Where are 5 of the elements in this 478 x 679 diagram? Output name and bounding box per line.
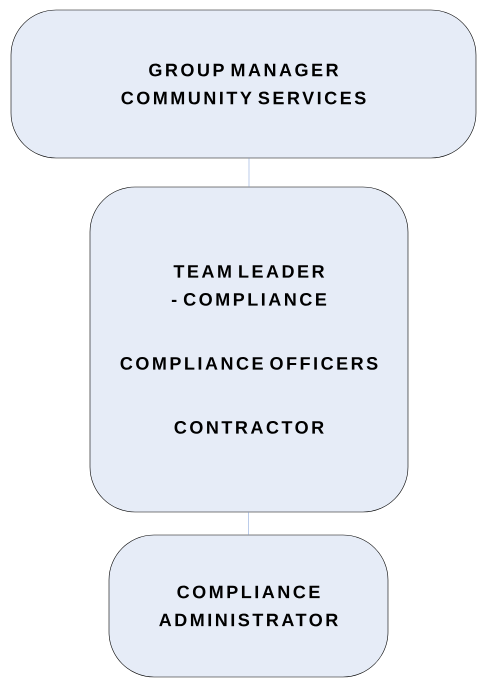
- connector-line: [248, 158, 250, 187]
- rounded-box: TEAM LEADER - COMPLIANCE COMPLIANCE OFFICERS CONTRACTOR: [90, 186, 408, 512]
- rounded-box: COMPLIANCE ADMINISTRATOR: [108, 534, 388, 678]
- rounded-box: GROUP MANAGER COMMUNITY SERVICES: [10, 10, 476, 158]
- connector-line: [248, 512, 249, 535]
